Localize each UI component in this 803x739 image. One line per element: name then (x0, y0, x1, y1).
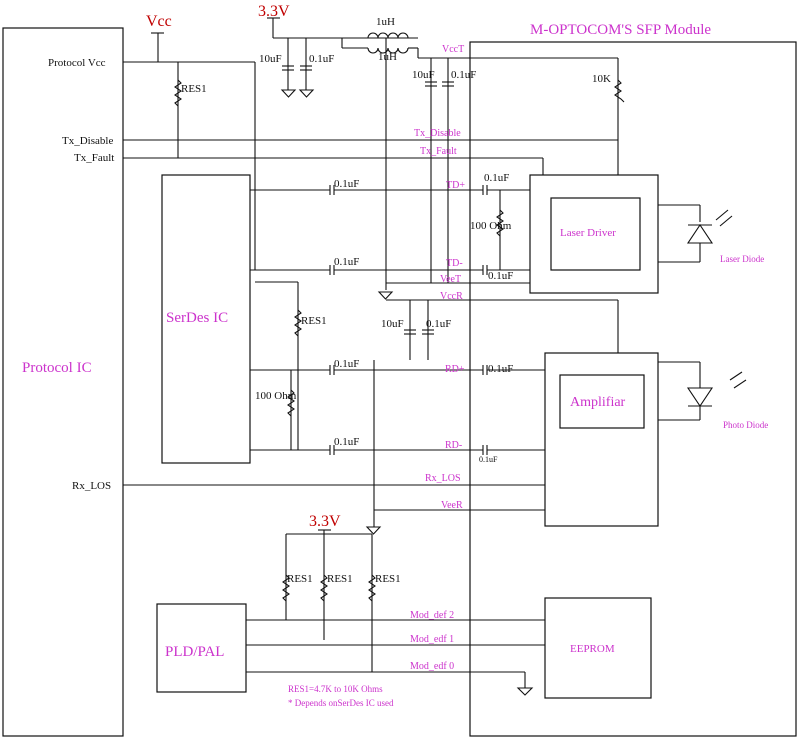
mod-def2-label: Mod_def 2 (410, 610, 454, 621)
cap-01uf-label: 0.1uF (334, 178, 359, 190)
ground-symbol (516, 687, 534, 696)
vccr-label: VccR (440, 291, 463, 302)
cap-01uf-label: 0.1uF (451, 69, 476, 81)
tx-fault-pin-label: Tx_Fault (74, 152, 114, 164)
td-minus-label: TD- (446, 258, 463, 269)
term-100ohm-rx (287, 389, 295, 417)
ground-symbol (365, 526, 382, 535)
v33-top-label: 3.3V (258, 3, 290, 20)
laser-driver-label: Laser Driver (560, 227, 616, 239)
depends-note: * Depends onSerDes IC used (288, 698, 394, 708)
vcc-power-symbol (151, 32, 164, 62)
cap-10uf-label: 10uF (381, 318, 404, 330)
res1-label: RES1 (287, 573, 313, 585)
v33-bottom-power-symbol (318, 529, 331, 534)
cap-01uf-label: 0.1uF (426, 318, 451, 330)
amplifier-label: Amplifiar (570, 395, 626, 410)
res1-mod-def2 (282, 574, 290, 602)
ground-symbol (280, 89, 297, 98)
protocol-vcc-label: Protocol Vcc (48, 57, 106, 69)
rx-los-signal-label: Rx_LOS (425, 473, 461, 484)
cap-01uf-label: 0.1uF (334, 256, 359, 268)
inductor-vccr (367, 47, 409, 54)
cap-01uf-label: 0.1uF (479, 455, 498, 464)
mod-edf1-label: Mod_edf 1 (410, 634, 454, 645)
module-title: M-OPTOCOM'S SFP Module (530, 22, 711, 38)
res1-mod-edf1 (320, 574, 328, 602)
res1-label: RES1 (301, 315, 327, 327)
veet-label: VeeT (440, 274, 461, 285)
laser-diode-label: Laser Diode (720, 254, 764, 264)
tx-disable-signal-label: Tx_Disable (414, 128, 461, 139)
res1-mod-edf0 (368, 574, 376, 602)
inductor-label: 1uH (378, 51, 397, 63)
res1-pullup-txfault (174, 79, 182, 107)
cap-01uf-label: 0.1uF (334, 358, 359, 370)
rd-minus-label: RD- (445, 440, 462, 451)
inductor-vcct (367, 32, 409, 39)
v33-bottom-label: 3.3V (309, 513, 341, 530)
res1-label: RES1 (375, 573, 401, 585)
serdes-ic-block (161, 174, 251, 464)
mod-edf0-label: Mod_edf 0 (410, 661, 454, 672)
eeprom-label: EEPROM (570, 643, 615, 655)
v33-top-power-symbol (267, 17, 280, 38)
td-plus-label: TD+ (446, 180, 465, 191)
res-note: RES1=4.7K to 10K Ohms (288, 684, 383, 694)
rd-plus-label: RD+ (445, 364, 465, 375)
ground-symbol (377, 291, 394, 300)
photo-diode-symbol (686, 387, 714, 407)
inductor-label: 1uH (376, 16, 395, 28)
res1-label: RES1 (181, 83, 207, 95)
res1-label: RES1 (327, 573, 353, 585)
tx-disable-pin-label: Tx_Disable (62, 135, 113, 147)
pld-pal-label: PLD/PAL (165, 644, 224, 660)
veer-label: VeeR (441, 500, 463, 511)
term-100ohm-rx-label: 100 Ohm (255, 390, 297, 402)
protocol-ic-block (2, 27, 124, 737)
vcc-label: Vcc (146, 13, 172, 30)
cap-01uf-label: 0.1uF (488, 270, 513, 282)
cap-01uf-label: 0.1uF (484, 172, 509, 184)
rx-los-pin-label: Rx_LOS (72, 480, 111, 492)
cap-01uf-label: 0.1uF (334, 436, 359, 448)
term-100ohm-tx (496, 209, 504, 237)
cap-10uf-label: 10uF (259, 53, 282, 65)
vcct-label: VccT (442, 44, 464, 55)
cap-10uf-label: 10uF (412, 69, 435, 81)
res-10k-pullup (614, 79, 625, 103)
ground-symbol (298, 89, 315, 98)
res1-serdes-bias (294, 309, 302, 337)
eeprom-block (544, 597, 652, 699)
photo-diode-label: Photo Diode (723, 420, 768, 430)
laser-driver-block (550, 197, 641, 271)
tx-fault-signal-label: Tx_Fault (420, 146, 457, 157)
term-100ohm-tx-label: 100 Ohm (470, 220, 512, 232)
serdes-ic-label: SerDes IC (166, 310, 228, 326)
res-10k-label: 10K (592, 73, 611, 85)
protocol-ic-label: Protocol IC (22, 360, 92, 376)
cap-01uf-label: 0.1uF (309, 53, 334, 65)
pld-pal-block (156, 603, 247, 693)
amplifier-block (559, 374, 645, 429)
cap-01uf-label: 0.1uF (488, 363, 513, 375)
